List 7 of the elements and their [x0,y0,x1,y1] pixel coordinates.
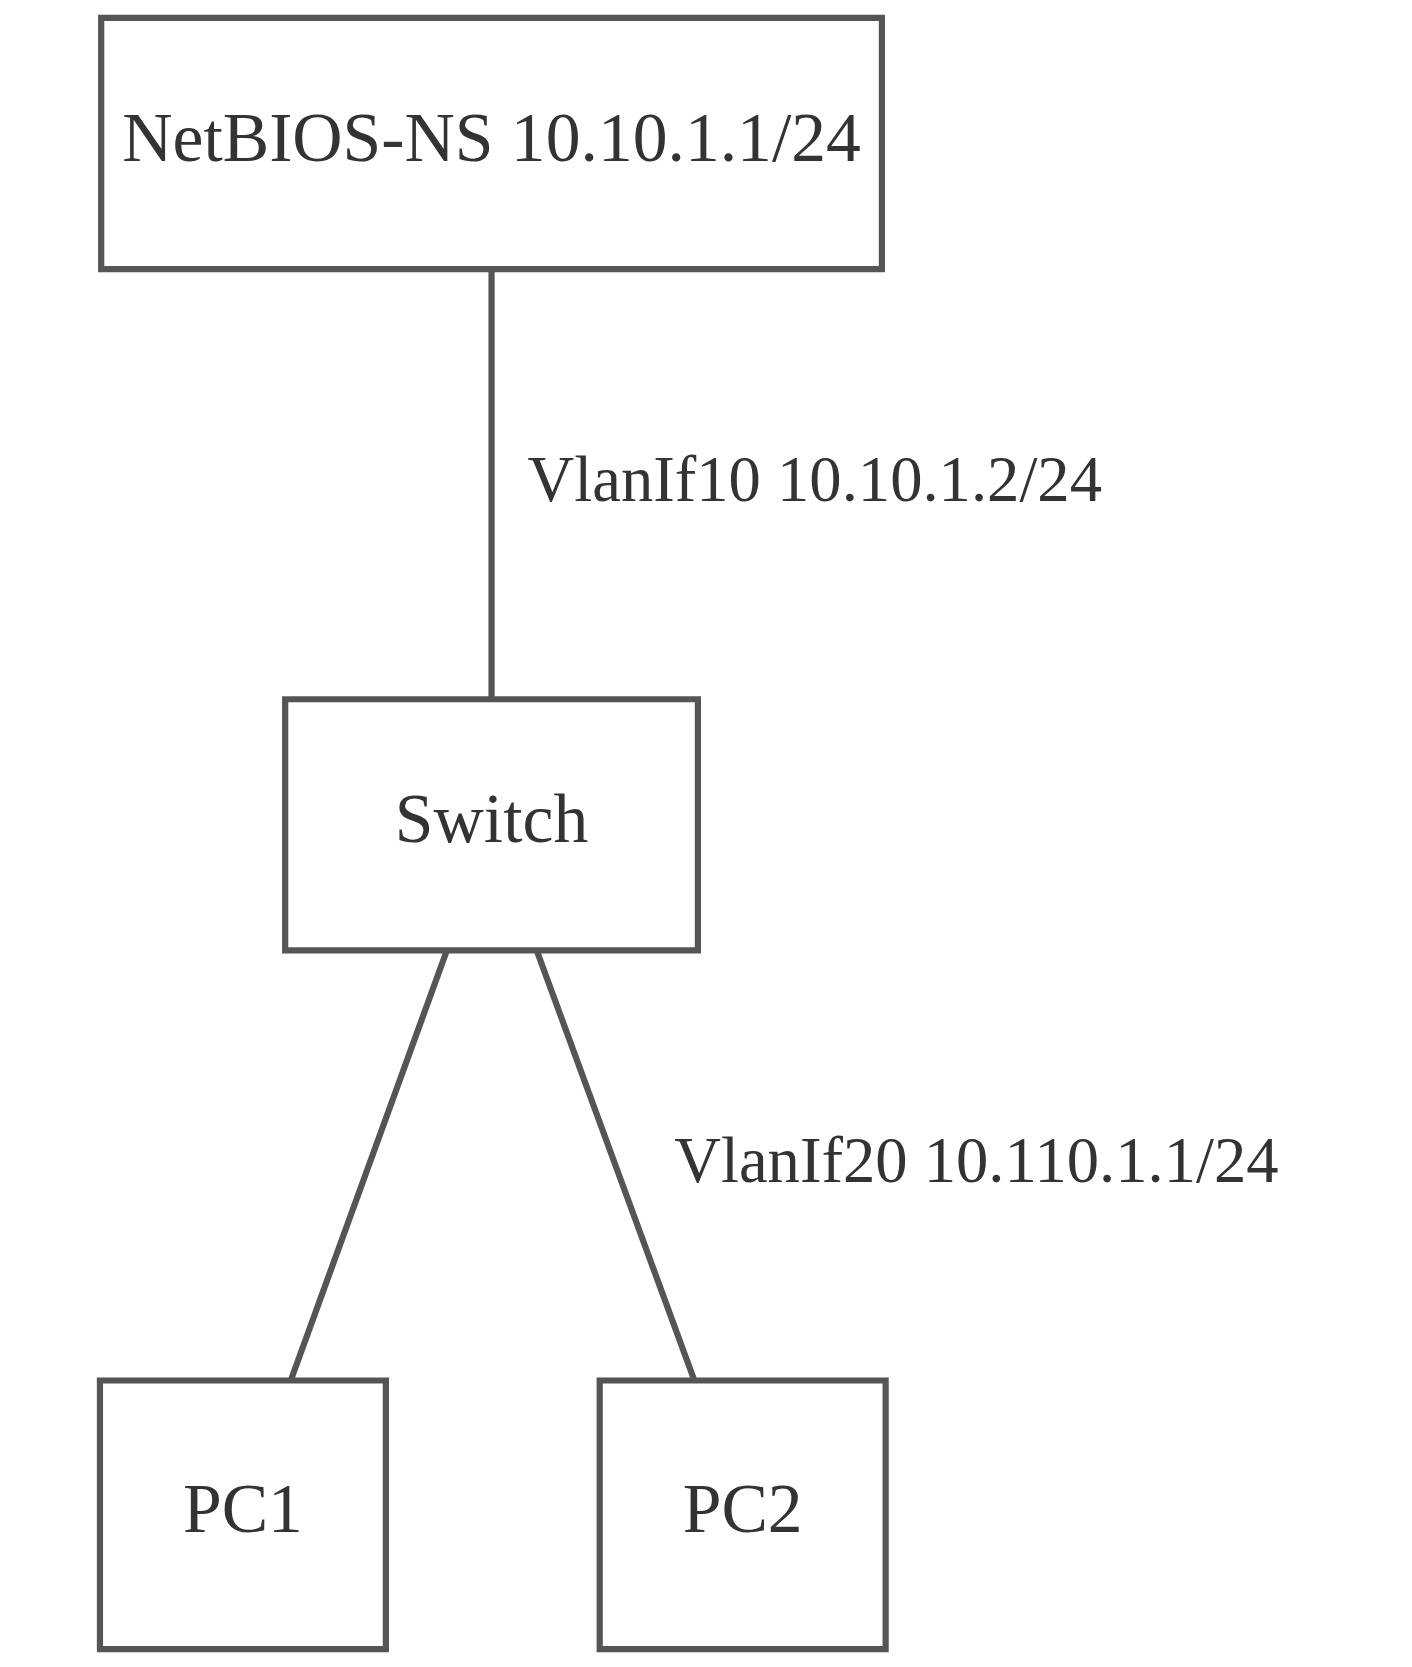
edge-label: VlanIf10 10.10.1.2/24 [527,443,1102,516]
node-box: PC1 [96,1377,389,1653]
connector [488,269,495,699]
node-box: Switch [282,696,702,954]
node-box: NetBIOS-NS 10.10.1.1/24 [98,14,885,273]
node-box: PC2 [596,1377,889,1653]
edge-label: VlanIf20 10.110.1.1/24 [674,1124,1279,1197]
